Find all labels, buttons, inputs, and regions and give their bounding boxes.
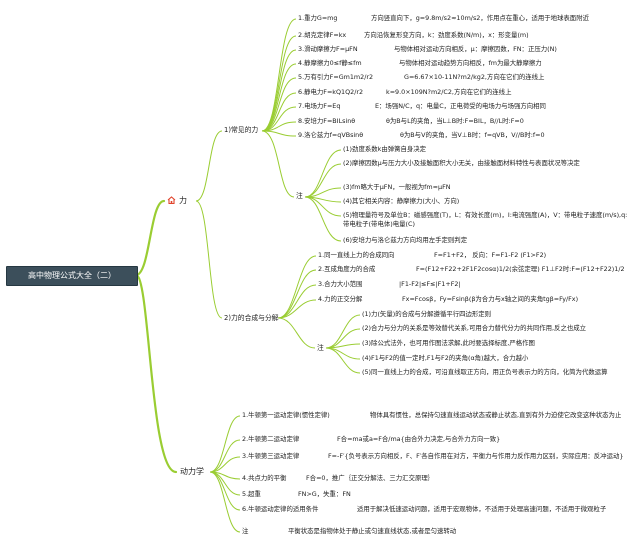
- note-a-link: [304, 163, 342, 198]
- dynamics-item-desc[interactable]: FN>G，失重：FN: [298, 490, 351, 498]
- note-label-a[interactable]: 注: [296, 192, 303, 200]
- dynamics-item-desc[interactable]: F=-F′{负号表示方向相反，F、F′各自作用在对方，平衡力与作用力反作用力区别…: [328, 452, 624, 460]
- formula-item-desc[interactable]: F=(F12+F22+2F1F2cosα)1/2(余弦定理) F1⊥F2时:F=…: [416, 265, 625, 273]
- dynamics-item-link: [209, 471, 241, 533]
- composition-item-link: [277, 299, 317, 319]
- note-b-link: [325, 314, 361, 349]
- note-item[interactable]: (3)除公式法外，也可用作图法求解,此时要选择标度,严格作图: [362, 339, 535, 347]
- root-to-dynamics-link: [134, 273, 178, 474]
- formula-item-name[interactable]: 3.合力大小范围: [318, 280, 363, 288]
- formula-item-desc[interactable]: k=9.0×109N?m2/C2,方向在它们的连线上: [386, 88, 512, 96]
- formula-item-desc[interactable]: 方向竖直向下，g=9.8m/s2≈10m/s2，作用点在重心，适用于地球表面附近: [371, 14, 589, 22]
- dynamics-item-name[interactable]: 2.牛顿第二运动定律: [242, 435, 300, 443]
- formula-item-name[interactable]: 4.静摩擦力0≤f静≤fm: [298, 59, 362, 67]
- note-item[interactable]: (4)F1与F2的值一定时,F1与F2的夹角(α角)越大，合力越小: [362, 354, 529, 362]
- formula-item-desc[interactable]: θ为B与L的夹角，当L⊥B时:F=BIL，B//L时:F=0: [386, 117, 524, 125]
- dynamics-item-desc[interactable]: F合=ma或a=F合/ma{由合外力决定,与合外力方向一致}: [337, 435, 501, 443]
- topic-dynamics-label: 动力学: [180, 467, 204, 476]
- note-b-link: [325, 343, 361, 349]
- dynamics-item-link: [209, 439, 241, 473]
- note-b-link: [325, 347, 361, 360]
- note-item[interactable]: (5)同一直线上力的合成，可沿直线取正方向，用正负号表示力的方向，化简为代数运算: [362, 368, 608, 376]
- note-item[interactable]: (1)力(矢量)的合成与分解遵循平行四边形定则: [362, 310, 492, 318]
- dynamics-item-link: [209, 471, 241, 511]
- formula-item-name[interactable]: 1.重力G=mg: [298, 14, 338, 22]
- composition-note-link: [277, 317, 316, 349]
- note-item[interactable]: (1)劲度系数k由弹簧自身决定: [343, 145, 427, 153]
- subtopic-common-forces[interactable]: 1)常见的力: [224, 126, 259, 134]
- formula-item-desc[interactable]: |F1-F2|≤F≤|F1+F2|: [399, 280, 461, 288]
- common-item-link: [261, 18, 297, 132]
- formula-item-desc[interactable]: 与物体相对运动趋势方向相反，fm为最大静摩擦力: [399, 59, 542, 67]
- formula-item-name[interactable]: 8.安培力F=BILsinθ: [298, 117, 356, 125]
- formula-item-desc[interactable]: 方向沿恢复形变方向，k：劲度系数(N/m)，x：形变量(m): [364, 31, 529, 39]
- formula-item-desc[interactable]: E：场强N/C，q：电量C，正电荷受的电场力与场强方向相同: [375, 102, 546, 110]
- dynamics-item-name[interactable]: 3.牛顿第三运动定律: [242, 452, 300, 460]
- note-item[interactable]: (2)合力与分力的关系是等效替代关系,可用合力替代分力的共同作用,反之也成立: [362, 324, 587, 332]
- note-item[interactable]: (2)摩擦因数μ与压力大小及接触面积大小无关，由接触面材料特性与表面状况等决定: [343, 159, 580, 167]
- house-icon: [167, 196, 176, 205]
- dynamics-item-name[interactable]: 注: [242, 527, 249, 535]
- root-to-force-link: [134, 199, 166, 277]
- formula-item-desc[interactable]: 与物体相对运动方向相反，μ：摩擦因数，FN：正压力(N): [394, 45, 557, 53]
- note-a-link: [304, 149, 342, 198]
- topic-force-label: 力: [179, 196, 187, 205]
- formula-item-name[interactable]: 3.滑动摩擦力F=μFN: [298, 45, 358, 53]
- dynamics-item-name[interactable]: 6.牛顿运动定律的适用条件: [242, 505, 319, 513]
- formula-item-name[interactable]: 9.洛仑兹力f=qVBsinθ: [298, 131, 364, 139]
- formula-item-name[interactable]: 5.万有引力F=Gm1m2/r2: [298, 73, 374, 81]
- formula-item-desc[interactable]: F=F1+F2， 反向：F=F1-F2 (F1>F2): [434, 251, 547, 259]
- topic-dynamics[interactable]: 动力学: [180, 466, 204, 478]
- root-topic[interactable]: 高中物理公式大全（二）: [6, 266, 138, 286]
- force-to-common-link: [195, 130, 223, 202]
- common-item-link: [261, 130, 297, 137]
- formula-item-name[interactable]: 2.互成角度力的合成: [318, 265, 376, 273]
- dynamics-item-desc[interactable]: F合=0，推广｛正交分解法、三力汇交原理｝: [306, 474, 435, 482]
- dynamics-item-name[interactable]: 4.共点力的平衡: [242, 474, 287, 482]
- formula-item-desc[interactable]: G=6.67×10-11N?m2/kg2,方向在它们的连线上: [404, 73, 545, 81]
- formula-item-name[interactable]: 1.同一直线上力的合成同向: [318, 251, 395, 259]
- composition-item-link: [277, 269, 317, 319]
- formula-item-name[interactable]: 4.力的正交分解: [318, 295, 363, 303]
- note-item[interactable]: (4)其它相关内容：静摩擦力(大小、方向): [343, 197, 460, 205]
- dynamics-item-link: [209, 415, 241, 473]
- common-note-link: [261, 130, 295, 198]
- formula-item-desc[interactable]: θ为B与V的夹角，当V⊥B时：f=qVB，V//B时:f=0: [400, 131, 545, 139]
- note-a-link: [304, 196, 342, 242]
- dynamics-item-desc[interactable]: 平衡状态是指物体处于静止或匀速直线状态,或者是匀速转动: [288, 527, 457, 535]
- note-item[interactable]: (3)fm略大于μFN，一般视为fm≈μFN: [343, 183, 451, 191]
- note-item[interactable]: (5)物理量符号及单位B：磁感强度(T)，L：有效长度(m)，I:电流强度(A)…: [343, 211, 628, 228]
- formula-item-name[interactable]: 2.胡克定律F=kx: [298, 31, 347, 39]
- topic-force[interactable]: 力: [167, 195, 187, 207]
- dynamics-item-link: [209, 456, 241, 473]
- subtopic-composition[interactable]: 2)力的合成与分解: [224, 314, 279, 322]
- note-item[interactable]: (6)安培力与洛仑兹力方向均用左手定则判定: [343, 236, 468, 244]
- common-item-link: [261, 35, 297, 132]
- formula-item-name[interactable]: 7.电场力F=Eq: [298, 102, 341, 110]
- formula-item-name[interactable]: 6.静电力F=kQ1Q2/r2: [298, 88, 364, 96]
- dynamics-item-name[interactable]: 1.牛顿第一运动定律(惯性定律): [242, 411, 330, 419]
- formula-item-desc[interactable]: Fx=Fcosβ，Fy=Fsinβ(β为合力与x轴之间的夹角tgβ=Fy/Fx): [402, 295, 579, 303]
- composition-item-link: [277, 284, 317, 319]
- note-label-b[interactable]: 注: [317, 344, 324, 352]
- force-to-composition-link: [195, 200, 223, 319]
- dynamics-item-name[interactable]: 5.超重: [242, 490, 261, 498]
- dynamics-item-desc[interactable]: 适用于解决低速运动问题，适用于宏观物体，不适用于处理高速问题，不适用于微观粒子: [357, 505, 607, 513]
- dynamics-item-desc[interactable]: 物体具有惯性，总保持匀速直线运动状态或静止状态,直到有外力迫使它改变这种状态为止: [370, 411, 622, 419]
- note-b-link: [325, 347, 361, 374]
